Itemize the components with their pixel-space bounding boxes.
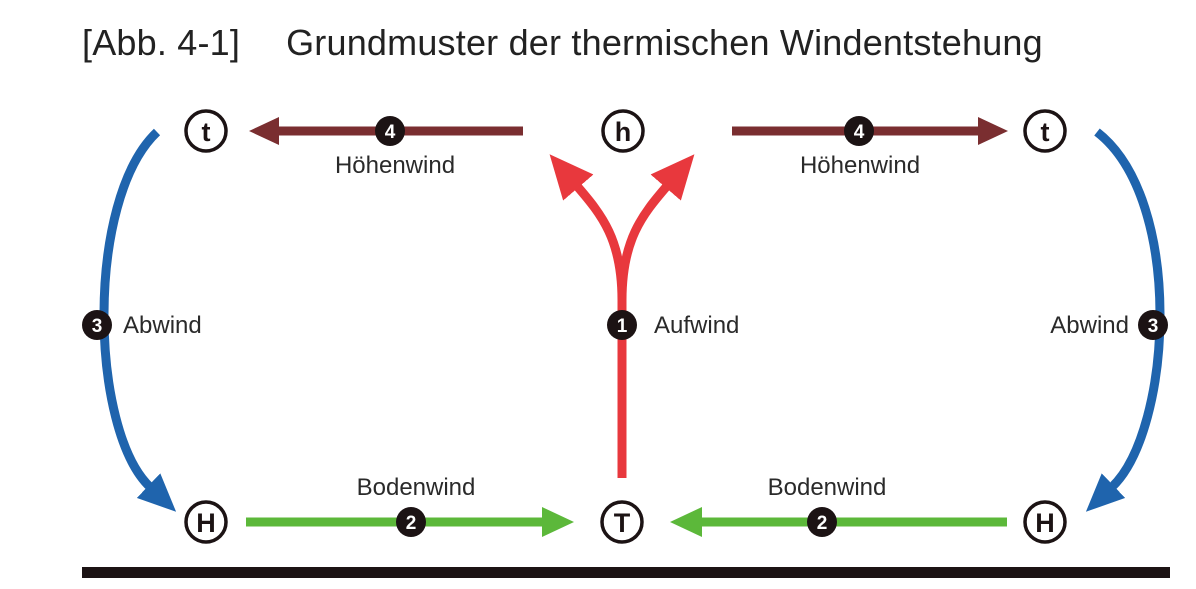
badge-hoehenwind-left: 4 <box>375 116 405 146</box>
svg-text:3: 3 <box>92 316 103 337</box>
node-H-left: H <box>184 500 228 544</box>
svg-text:4: 4 <box>385 122 396 143</box>
svg-text:t: t <box>202 117 211 147</box>
badge-abwind-right: 3 <box>1138 310 1168 340</box>
label-aufwind: Aufwind <box>654 312 739 339</box>
aufwind-arrow-left <box>549 154 627 301</box>
node-T-center: T <box>600 500 644 544</box>
node-H-right: H <box>1023 500 1067 544</box>
label-hoehenwind-right: Höhenwind <box>800 152 920 179</box>
badge-bodenwind-left: 2 <box>396 507 426 537</box>
label-bodenwind-right: Bodenwind <box>768 474 887 501</box>
aufwind-arrow-right <box>617 154 695 301</box>
svg-text:1: 1 <box>617 316 628 337</box>
figure-title: [Abb. 4-1] Grundmuster der thermischen Wi… <box>82 22 1043 64</box>
figure-title-text: Grundmuster der thermischen Windentstehu… <box>286 22 1043 63</box>
abwind-arrow-left <box>99 128 177 512</box>
badge-hoehenwind-right: 4 <box>844 116 874 146</box>
badge-abwind-left: 3 <box>82 310 112 340</box>
svg-text:3: 3 <box>1148 316 1159 337</box>
svg-text:H: H <box>1035 508 1055 538</box>
ground-line <box>82 567 1170 578</box>
svg-text:t: t <box>1041 117 1050 147</box>
badge-aufwind: 1 <box>607 310 637 340</box>
label-abwind-left: Abwind <box>123 312 202 339</box>
svg-text:T: T <box>614 508 631 538</box>
svg-text:2: 2 <box>817 513 828 534</box>
node-t-right: t <box>1023 109 1067 153</box>
svg-text:4: 4 <box>854 122 865 143</box>
abwind-arrow-right <box>1085 128 1165 512</box>
svg-text:H: H <box>196 508 216 538</box>
node-t-left: t <box>184 109 228 153</box>
svg-text:2: 2 <box>406 513 417 534</box>
node-h-center: h <box>601 109 645 153</box>
label-bodenwind-left: Bodenwind <box>357 474 476 501</box>
svg-text:h: h <box>615 117 632 147</box>
badge-bodenwind-right: 2 <box>807 507 837 537</box>
figure-number: [Abb. 4-1] <box>82 22 241 63</box>
label-hoehenwind-left: Höhenwind <box>335 152 455 179</box>
label-abwind-right: Abwind <box>1050 312 1129 339</box>
